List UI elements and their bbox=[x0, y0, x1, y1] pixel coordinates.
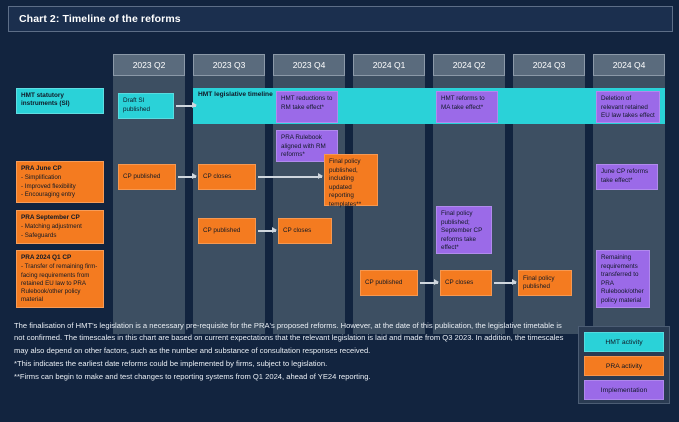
node-june-final-policy-published[interactable]: Final policy published, including update… bbox=[324, 154, 378, 208]
row-label-bullet: - Matching adjustment bbox=[21, 223, 82, 231]
footnote-general: The finalisation of HMT's legislation is… bbox=[14, 321, 564, 355]
row-label-title: PRA June CP bbox=[21, 165, 62, 172]
row-label-title: PRA September CP bbox=[21, 214, 80, 221]
node-label: PRA Rulebook aligned with RM reforms* bbox=[281, 134, 326, 158]
node-label: CP closes bbox=[203, 172, 232, 180]
node-label: CP published bbox=[203, 226, 241, 234]
row-label-hmt-si: HMT statutory instruments (SI) bbox=[16, 88, 104, 114]
chart-title-bar: Chart 2: Timeline of the reforms bbox=[8, 6, 673, 32]
node-label: HMT reforms to MA take effect* bbox=[441, 95, 485, 111]
column-header-label: 2024 Q3 bbox=[532, 60, 566, 70]
row-label-bullet: - Simplification bbox=[21, 174, 62, 182]
legend-label: PRA activity bbox=[605, 362, 643, 370]
row-label-bullet: - Transfer of remaining firm-facing requ… bbox=[21, 263, 98, 304]
node-q1cp-remaining-requirements[interactable]: Remaining requirements transferred to PR… bbox=[596, 250, 650, 308]
node-june-cp-closes[interactable]: CP closes bbox=[198, 164, 256, 190]
node-label: CP published bbox=[365, 278, 403, 286]
legend-label: Implementation bbox=[600, 386, 648, 394]
arrow-q1cp-closes-to-final-policy bbox=[494, 280, 517, 285]
node-september-cp-closes[interactable]: CP closes bbox=[278, 218, 332, 244]
arrow-q1cp-published-to-closes bbox=[420, 280, 439, 285]
node-label: CP closes bbox=[283, 226, 312, 234]
column-header-label: 2023 Q4 bbox=[292, 60, 326, 70]
footnote-single-asterisk: *This indicates the earliest date reform… bbox=[14, 358, 328, 368]
row-label-bullet: - Improved flexibility bbox=[21, 182, 76, 190]
footnote-double-asterisk: **Firms can begin to make and test chang… bbox=[14, 372, 371, 382]
row-label-june-cp: PRA June CP - Simplification - Improved … bbox=[16, 161, 104, 203]
node-label: Final policy published; September CP ref… bbox=[441, 210, 483, 251]
column-header-2023-q2: 2023 Q2 bbox=[113, 54, 185, 76]
column-header-label: 2024 Q1 bbox=[372, 60, 406, 70]
chart-footnotes: The finalisation of HMT's legislation is… bbox=[14, 320, 570, 384]
column-header-2024-q4: 2024 Q4 bbox=[593, 54, 665, 76]
node-label: Deletion of relevant retained EU law tak… bbox=[601, 95, 655, 119]
node-label: Final policy published, including update… bbox=[329, 158, 362, 208]
legend-label: HMT activity bbox=[605, 338, 643, 346]
row-label-title: HMT statutory instruments (SI) bbox=[21, 92, 70, 108]
row-label-bullet: - Safeguards bbox=[21, 231, 57, 239]
node-label: Final policy published bbox=[523, 274, 555, 291]
node-label: Remaining requirements transferred to PR… bbox=[601, 254, 644, 304]
page-title: Chart 2: Timeline of the reforms bbox=[19, 13, 181, 25]
node-deletion-retained-eu-law[interactable]: Deletion of relevant retained EU law tak… bbox=[596, 91, 660, 123]
column-header-label: 2024 Q4 bbox=[612, 60, 646, 70]
column-header-2024-q2: 2024 Q2 bbox=[433, 54, 505, 76]
node-q1cp-final-policy-published[interactable]: Final policy published bbox=[518, 270, 572, 296]
node-june-cp-published[interactable]: CP published bbox=[118, 164, 176, 190]
node-q1cp-closes[interactable]: CP closes bbox=[440, 270, 492, 296]
column-header-2023-q4: 2023 Q4 bbox=[273, 54, 345, 76]
legend-item-implementation: Implementation bbox=[584, 380, 664, 400]
node-label: HMT reductions to RM take effect* bbox=[281, 95, 333, 111]
column-header-label: 2023 Q3 bbox=[212, 60, 246, 70]
column-header-label: 2024 Q2 bbox=[452, 60, 486, 70]
node-label: Draft SI published bbox=[123, 97, 150, 113]
row-label-september-cp: PRA September CP - Matching adjustment -… bbox=[16, 210, 104, 244]
node-label: CP closes bbox=[445, 278, 474, 286]
node-hmt-ma-take-effect[interactable]: HMT reforms to MA take effect* bbox=[436, 91, 498, 123]
node-september-cp-published[interactable]: CP published bbox=[198, 218, 256, 244]
row-label-title: PRA 2024 Q1 CP bbox=[21, 254, 72, 261]
node-draft-si-published[interactable]: Draft SI published bbox=[118, 93, 174, 119]
node-september-final-policy-published[interactable]: Final policy published; September CP ref… bbox=[436, 206, 492, 254]
legend-item-hmt-activity: HMT activity bbox=[584, 332, 664, 352]
column-header-2024-q1: 2024 Q1 bbox=[353, 54, 425, 76]
node-june-cp-reforms-take-effect[interactable]: June CP reforms take effect* bbox=[596, 164, 658, 190]
arrow-september-cp-published-to-closes bbox=[258, 228, 277, 233]
arrow-june-cp-published-to-closes bbox=[178, 174, 197, 179]
legend-item-pra-activity: PRA activity bbox=[584, 356, 664, 376]
hmt-legislative-timeline-band bbox=[193, 88, 665, 124]
column-header-2023-q3: 2023 Q3 bbox=[193, 54, 265, 76]
row-label-2024-q1-cp: PRA 2024 Q1 CP - Transfer of remaining f… bbox=[16, 250, 104, 308]
node-label: CP published bbox=[123, 172, 161, 180]
column-header-2024-q3: 2024 Q3 bbox=[513, 54, 585, 76]
column-header-label: 2023 Q2 bbox=[132, 60, 166, 70]
arrow-june-cp-closes-to-final-policy bbox=[258, 174, 323, 179]
row-label-bullet: - Encouraging entry bbox=[21, 190, 75, 198]
chart-canvas: 2023 Q2 2023 Q3 2023 Q4 2024 Q1 2024 Q2 … bbox=[8, 38, 671, 416]
node-label: June CP reforms take effect* bbox=[601, 168, 649, 184]
arrow-draft-si-to-timeline bbox=[176, 103, 197, 108]
node-q1cp-published[interactable]: CP published bbox=[360, 270, 418, 296]
chart-legend: HMT activity PRA activity Implementation bbox=[578, 326, 670, 404]
hmt-legislative-timeline-label: HMT legislative timeline bbox=[198, 91, 273, 98]
node-hmt-rm-take-effect[interactable]: HMT reductions to RM take effect* bbox=[276, 91, 338, 123]
